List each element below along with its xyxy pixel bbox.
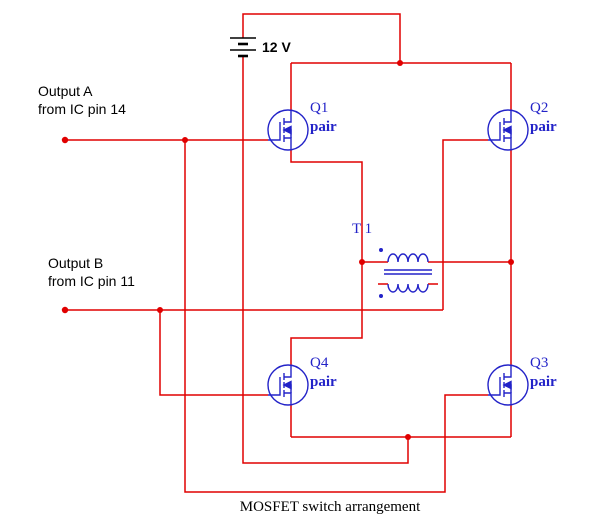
- annotations: 12 V Output A from IC pin 14 Output B fr…: [38, 39, 421, 515]
- wire-battery-positive-feed: [242, 13, 401, 63]
- label-output-b-line2: from IC pin 11: [48, 273, 135, 289]
- wire-battery-negative: [242, 56, 409, 464]
- caption: MOSFET switch arrangement: [240, 499, 421, 515]
- wire-output-b-to-q2-gate: [442, 139, 488, 310]
- junction-dot: [157, 307, 163, 313]
- wire-output-b-to-q4-gate: [159, 310, 268, 396]
- mosfet-q4: [267, 364, 309, 406]
- label-q1-ref: Q1: [310, 100, 328, 116]
- label-q3-ref: Q3: [530, 355, 548, 371]
- transformer-primary-winding: [387, 253, 429, 263]
- component-symbols-fill: [267, 109, 529, 406]
- label-q3-pair: pair: [530, 374, 557, 390]
- mosfet-q2: [487, 109, 529, 151]
- label-output-a-line2: from IC pin 14: [38, 101, 126, 117]
- component-labels: Q1 pair Q2 pair Q4 pair Q3 pair T 1: [310, 100, 557, 390]
- label-battery-voltage: 12 V: [262, 39, 291, 55]
- polarity-dot: [379, 248, 383, 252]
- wire-node-a: [290, 150, 363, 365]
- terminal-output-b: [61, 306, 69, 314]
- junction-dot: [508, 259, 514, 265]
- wire-output-a-to-q3-gate: [184, 140, 488, 493]
- mosfet-q1: [267, 109, 309, 151]
- battery-symbol: [230, 37, 256, 58]
- junctions: [61, 60, 514, 440]
- junction-dot: [405, 434, 411, 440]
- junction-dot: [397, 60, 403, 66]
- terminal-output-a: [61, 136, 69, 144]
- label-q1-pair: pair: [310, 119, 337, 135]
- label-output-a-line1: Output A: [38, 83, 93, 99]
- label-q2-pair: pair: [530, 119, 557, 135]
- label-q4-pair: pair: [310, 374, 337, 390]
- transformer-secondary-winding: [387, 283, 429, 293]
- junction-dot: [182, 137, 188, 143]
- mosfet-q3: [487, 364, 529, 406]
- transformer-core: [384, 269, 432, 275]
- junction-dot: [359, 259, 365, 265]
- label-output-b-line1: Output B: [48, 255, 103, 271]
- wires: [65, 13, 512, 493]
- label-q2-ref: Q2: [530, 100, 548, 116]
- polarity-dot: [379, 294, 383, 298]
- component-symbols: [267, 109, 529, 406]
- label-transformer-ref: T 1: [352, 221, 372, 237]
- label-q4-ref: Q4: [310, 355, 329, 371]
